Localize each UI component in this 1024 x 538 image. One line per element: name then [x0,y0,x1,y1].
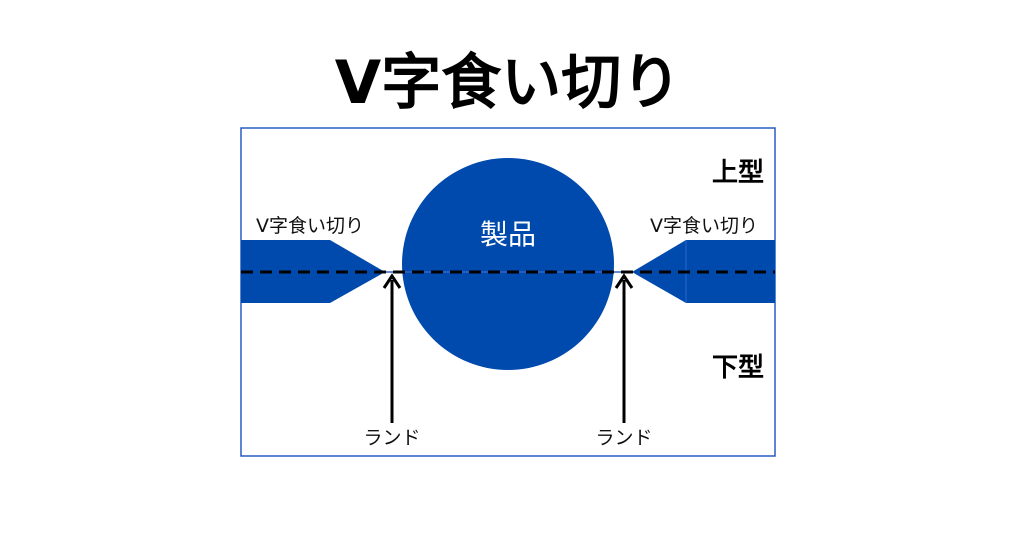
product-circle [402,158,614,370]
product-label: 製品 [480,218,536,251]
left-arrow-icon [382,273,402,423]
land-left-label: ランド [363,427,420,449]
land-right-label: ランド [595,427,652,449]
v-cut-right-label: V字食い切り [650,215,758,237]
right-arrow-icon [614,273,634,423]
v-cut-left-label: V字食い切り [256,215,364,237]
upper-die-label: 上型 [712,158,764,188]
lower-die-label: 下型 [712,353,764,383]
diagram-title: V字食い切り [335,48,681,118]
left-blade [241,240,385,303]
